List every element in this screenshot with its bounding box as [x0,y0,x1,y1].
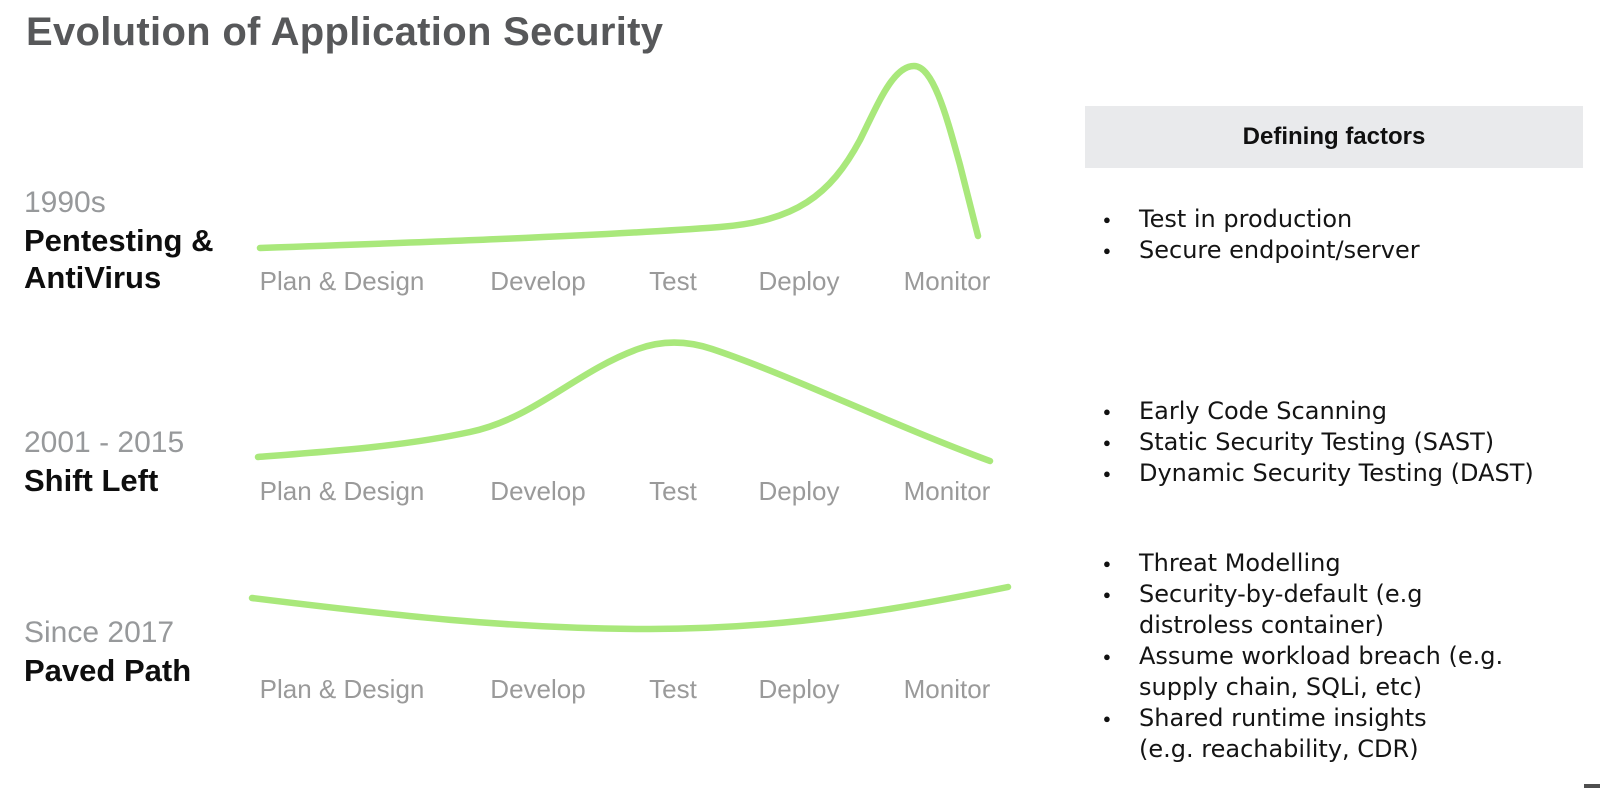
era-name: Paved Path [24,653,192,688]
factor-text: Test in production [1139,205,1353,233]
list-item: ● Shared runtime insights (e.g. reachabi… [1100,703,1596,765]
bullet-icon: ● [1103,556,1111,571]
phase-label-deploy: Deploy [758,476,840,506]
phase-label-monitor: Monitor [903,266,991,296]
phase-label-plan-design: Plan & Design [259,476,425,506]
factors-list-shift-left: ● Early Code Scanning ● Static Security … [1100,396,1596,489]
factor-text: Dynamic Security Testing (DAST) [1139,459,1534,487]
phase-label-test: Test [649,266,697,296]
era-name: Shift Left [24,463,159,498]
list-item: ● Test in production [1100,204,1596,235]
factor-text: Secure endpoint/server [1139,236,1420,264]
bullet-icon: ● [1103,466,1111,481]
phase-label-plan-design: Plan & Design [259,674,425,704]
list-item: ● Dynamic Security Testing (DAST) [1100,458,1596,489]
phase-label-test: Test [649,674,697,704]
corner-dash-divider [1584,784,1600,788]
list-item: ● Static Security Testing (SAST) [1100,427,1596,458]
era-period: 1990s [24,186,106,219]
phase-label-monitor: Monitor [903,476,991,506]
phase-label-develop: Develop [490,266,586,296]
phase-label-monitor: Monitor [903,674,991,704]
phase-label-test: Test [649,476,697,506]
factor-text: supply chain, SQLi, etc) [1139,673,1423,701]
factor-text: Assume workload breach (e.g. [1139,642,1504,670]
factors-list-paved-path: ● Threat Modelling ● Security-by-default… [1100,548,1596,765]
phase-label-plan-design: Plan & Design [259,266,425,296]
factor-text: Shared runtime insights [1139,704,1427,732]
era2-curve [254,339,994,465]
bullet-icon: ● [1103,649,1111,664]
bullet-icon: ● [1103,711,1111,726]
list-item: ● Early Code Scanning [1100,396,1596,427]
era-paved-path: Since 2017 Paved Path [24,614,191,689]
phase-label-deploy: Deploy [758,674,840,704]
era-shift-left: 2001 - 2015 Shift Left [24,424,184,499]
list-item: ● Threat Modelling [1100,548,1596,579]
defining-factors-header: Defining factors [1085,106,1583,168]
bullet-icon: ● [1103,435,1111,450]
factor-text: (e.g. reachability, CDR) [1139,735,1419,763]
factor-text: Early Code Scanning [1139,397,1387,425]
era3-curve [248,583,1012,633]
list-item: ● Security-by-default (e.g distroless co… [1100,579,1596,641]
factor-text: Security-by-default (e.g [1139,580,1423,608]
phase-label-deploy: Deploy [758,266,840,296]
phase-label-develop: Develop [490,674,586,704]
factor-text: Threat Modelling [1139,549,1341,577]
era-name: Pentesting & AntiVirus [24,223,214,295]
bullet-icon: ● [1103,243,1111,258]
defining-factors-title: Defining factors [1242,123,1426,150]
era-1990s: 1990s Pentesting & AntiVirus [24,184,224,296]
era-period: Since 2017 [24,616,175,649]
bullet-icon: ● [1103,212,1111,227]
bullet-icon: ● [1103,587,1111,602]
era-period: 2001 - 2015 [24,426,185,459]
list-item: ● Secure endpoint/server [1100,235,1596,266]
factor-text: distroless container) [1139,611,1384,639]
factors-list-1990s: ● Test in production ● Secure endpoint/s… [1100,204,1596,266]
phase-label-develop: Develop [490,476,586,506]
bullet-icon: ● [1103,404,1111,419]
page-title: Evolution of Application Security [26,10,664,54]
factor-text: Static Security Testing (SAST) [1139,428,1495,456]
era1-curve [256,62,982,252]
list-item: ● Assume workload breach (e.g. supply ch… [1100,641,1596,703]
